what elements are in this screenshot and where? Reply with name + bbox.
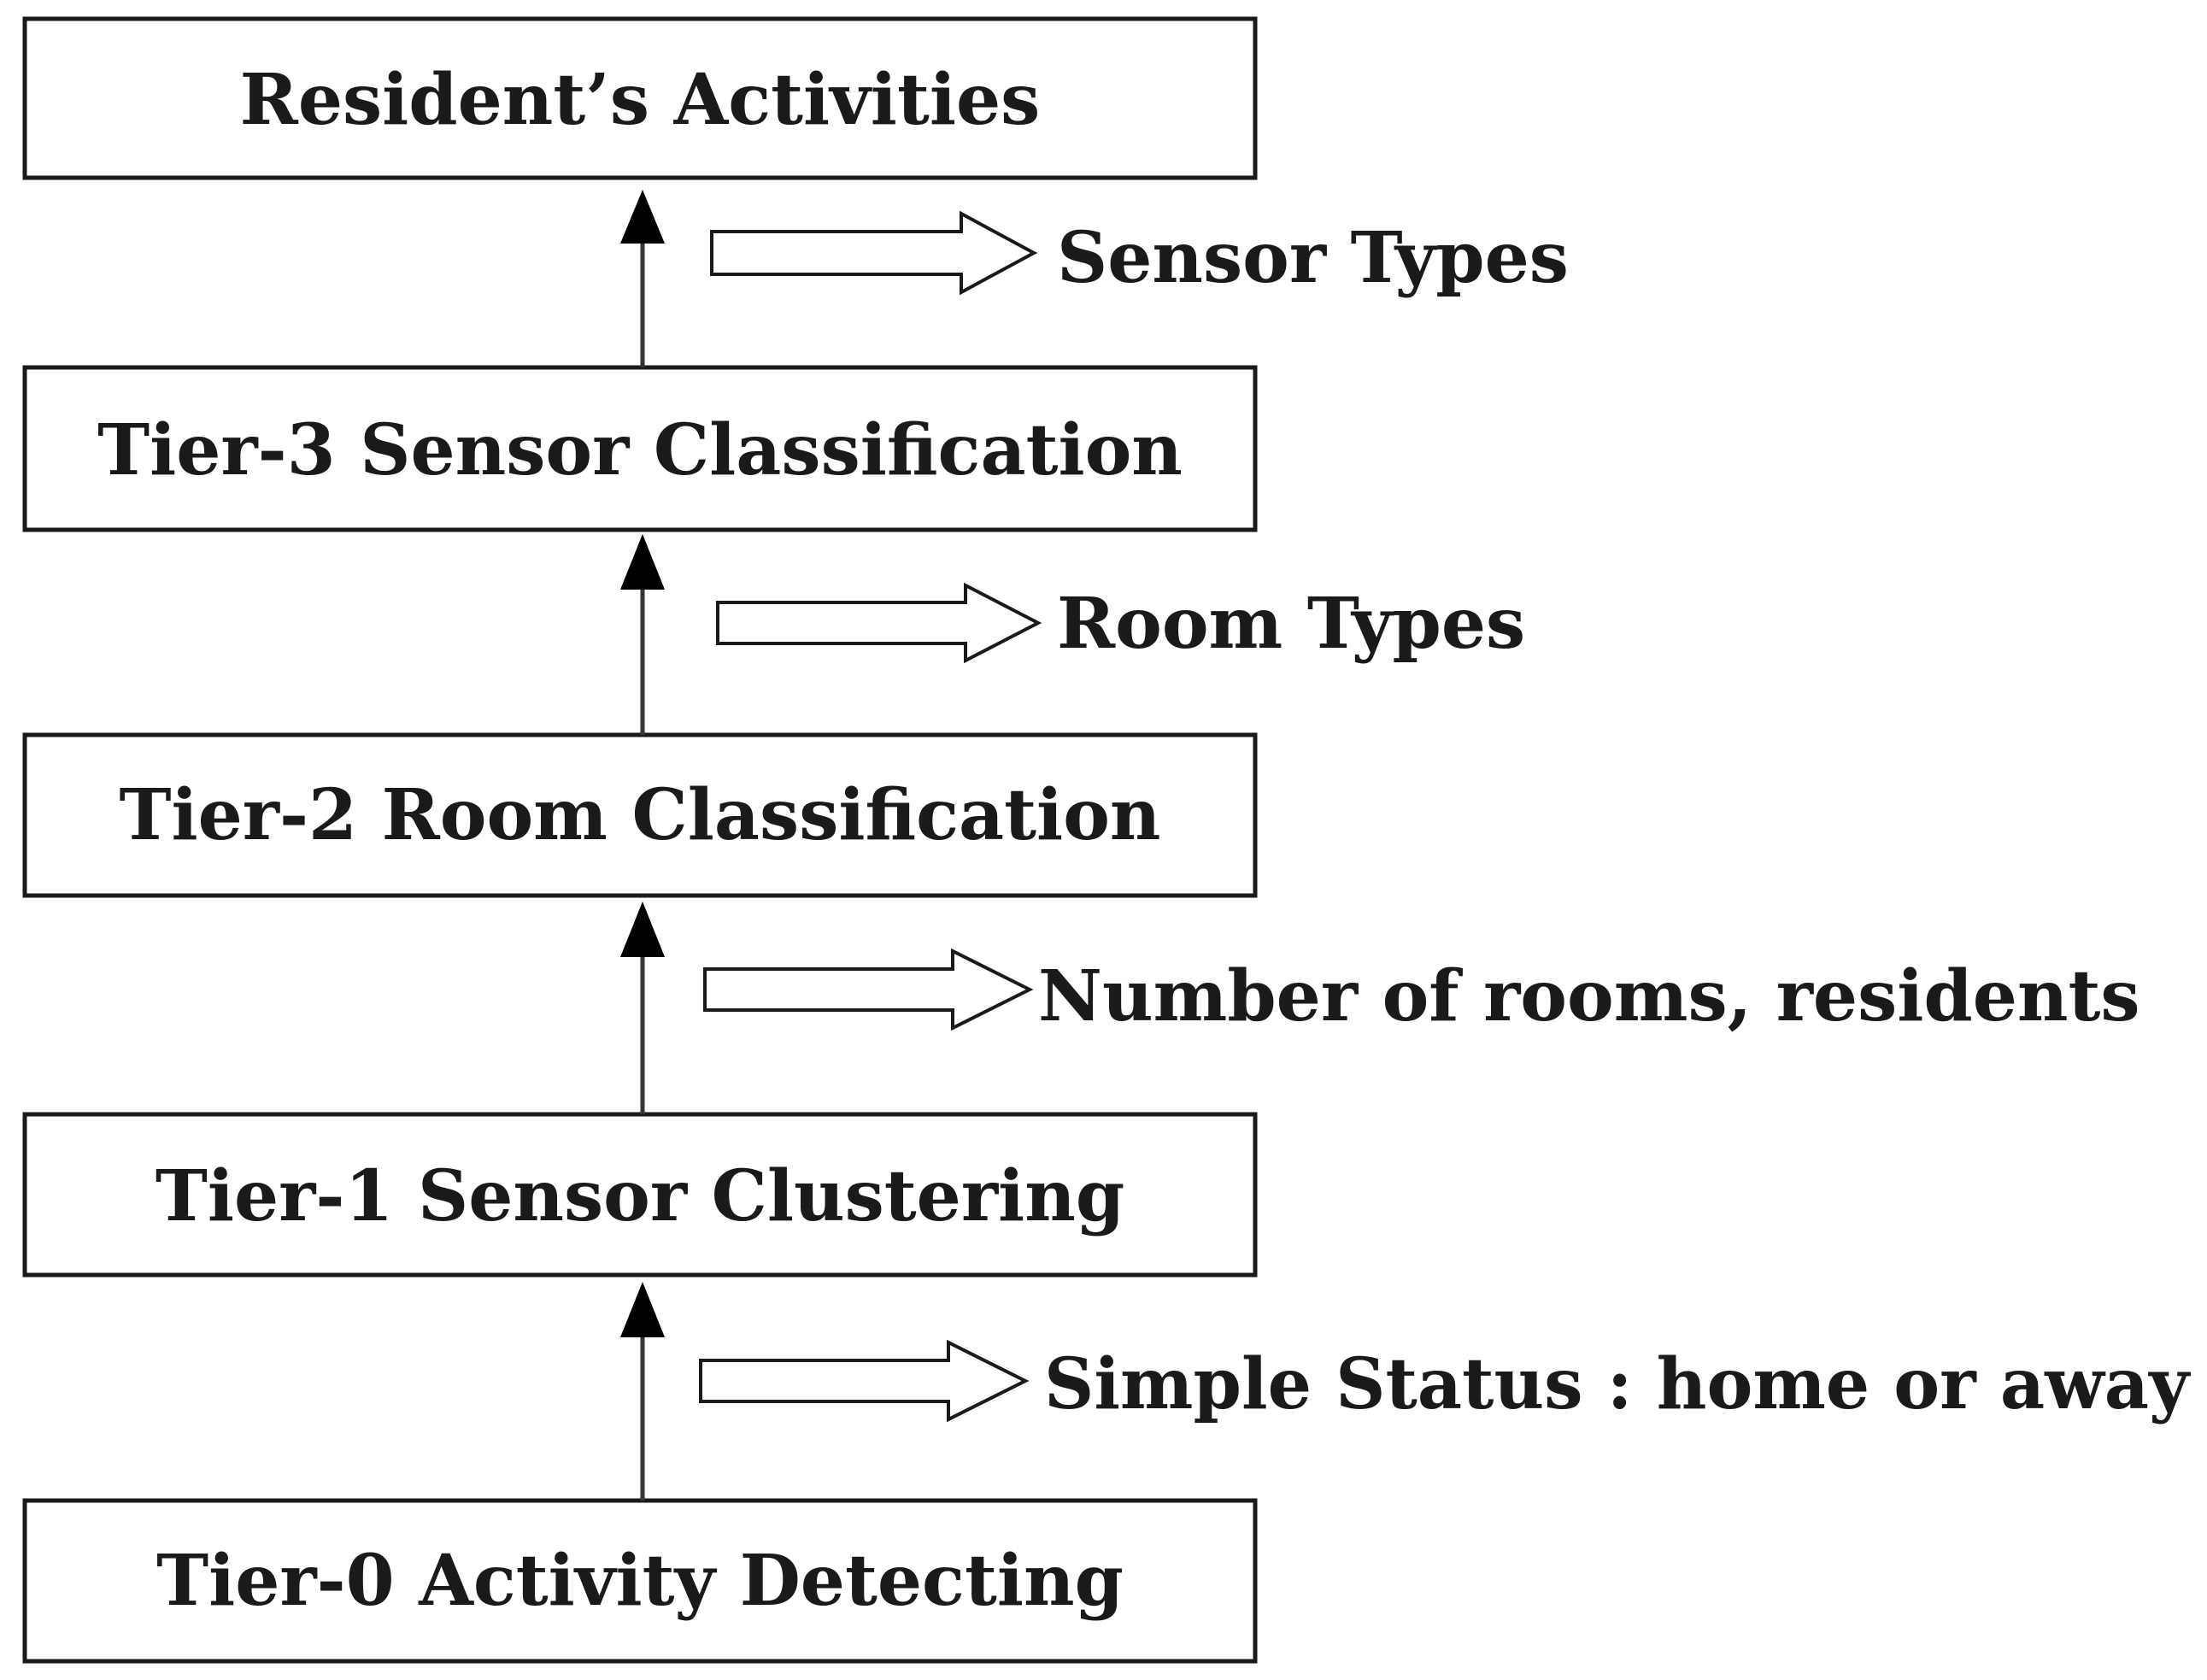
hollow-arrow-icon — [710, 210, 1038, 296]
output-number-of-rooms-residents: Number of rooms, residents — [703, 948, 2140, 1037]
output-label-sensor-types: Sensor Types — [1057, 217, 1569, 299]
output-label-number-of-rooms: Number of rooms, residents — [1038, 955, 2140, 1037]
box-label-residents-activities: Resident’s Activities — [240, 59, 1041, 141]
box-label-tier3: Tier-3 Sensor Classification — [97, 409, 1183, 491]
output-simple-status: Simple Status : home or away — [699, 1339, 2191, 1425]
box-label-tier0: Tier-0 Activity Detecting — [156, 1540, 1124, 1622]
box-tier2-room-classification: Tier-2 Room Classification — [22, 732, 1258, 898]
box-tier0-activity-detecting: Tier-0 Activity Detecting — [22, 1498, 1258, 1664]
hollow-arrow-icon — [699, 1339, 1030, 1423]
up-arrow-tier0-to-tier1 — [620, 1282, 665, 1501]
box-residents-activities: Resident’s Activities — [22, 16, 1258, 180]
output-label-room-types: Room Types — [1057, 583, 1525, 665]
hollow-arrow-icon — [703, 948, 1034, 1031]
box-label-tier2: Tier-2 Room Classification — [119, 774, 1160, 856]
box-tier3-sensor-classification: Tier-3 Sensor Classification — [22, 365, 1258, 532]
hollow-arrow-icon — [716, 582, 1042, 664]
box-tier1-sensor-clustering: Tier-1 Sensor Clustering — [22, 1112, 1258, 1278]
box-label-tier1: Tier-1 Sensor Clustering — [156, 1155, 1124, 1237]
up-arrow-tier2-to-tier3 — [620, 534, 665, 735]
output-room-types: Room Types — [716, 582, 1525, 665]
up-arrow-tier3-to-activities — [620, 190, 665, 367]
output-label-simple-status: Simple Status : home or away — [1044, 1343, 2191, 1425]
up-arrow-tier1-to-tier2 — [620, 902, 665, 1114]
output-sensor-types: Sensor Types — [710, 210, 1569, 299]
